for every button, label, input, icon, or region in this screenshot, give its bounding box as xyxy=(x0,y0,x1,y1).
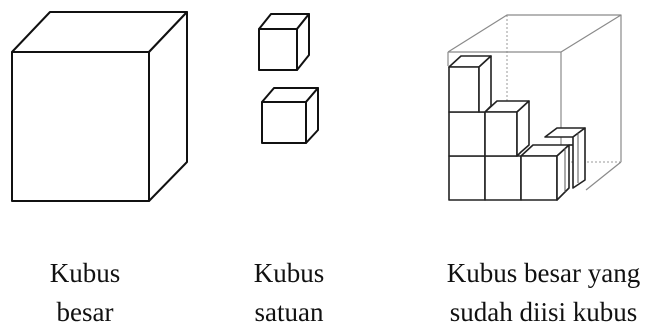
big-cube xyxy=(11,11,188,202)
caption-unit-cube-line-1: Kubus xyxy=(253,258,325,288)
caption-filled-cube-line-2: sudah diisi kubus xyxy=(449,297,638,327)
filled-cube-unit xyxy=(484,155,522,201)
filled-cube-bottom-layer xyxy=(448,127,586,201)
filled-cube-unit-side xyxy=(572,127,586,189)
filled-cube xyxy=(447,14,622,201)
unit-cube-top xyxy=(258,13,310,71)
caption-filled-cube: Kubus besar yang sudah diisi kubus xyxy=(420,254,667,332)
caption-unit-cube-line-2: satuan xyxy=(254,297,324,327)
caption-big-cube-line-1: Kubus xyxy=(49,258,121,288)
big-cube-front-face xyxy=(11,51,150,202)
filled-cube-unit-side xyxy=(516,100,530,157)
unit-cube-bottom-front-face xyxy=(261,101,307,144)
filled-cube-unit-side xyxy=(478,55,492,113)
caption-big-cube-line-2: besar xyxy=(56,297,114,327)
caption-big-cube: Kubus besar xyxy=(10,254,160,332)
filled-cube-unit xyxy=(484,111,518,157)
caption-unit-cube: Kubus satuan xyxy=(214,254,364,332)
caption-filled-cube-line-1: Kubus besar yang xyxy=(446,258,641,288)
filled-cube-unit xyxy=(448,155,486,201)
unit-cube-bottom xyxy=(261,87,319,144)
filled-cube-middle-layer xyxy=(448,100,530,157)
filled-cube-unit xyxy=(448,111,486,157)
filled-cube-top-layer xyxy=(448,55,492,113)
filled-cube-unit xyxy=(520,155,558,201)
unit-cube-top-front-face xyxy=(258,28,298,71)
filled-cube-unit xyxy=(448,66,480,113)
